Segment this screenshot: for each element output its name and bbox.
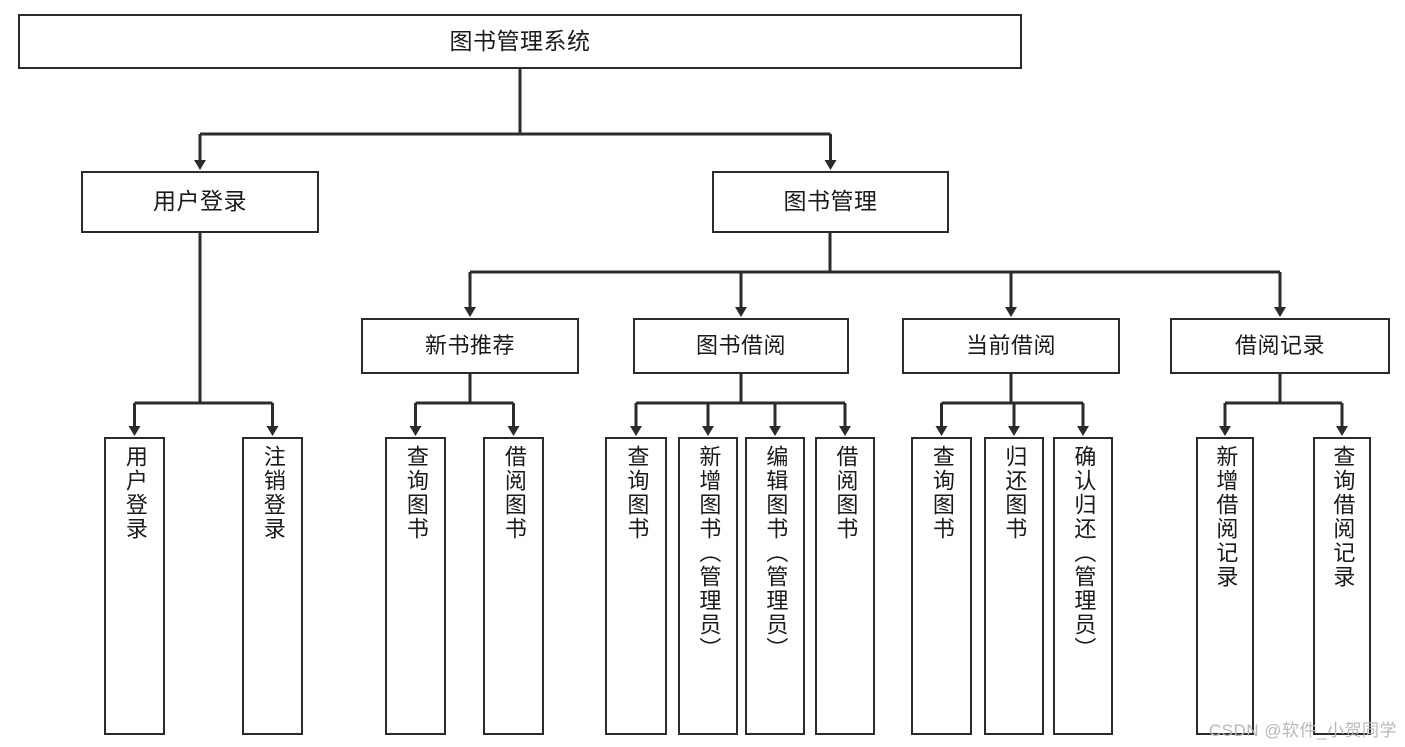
node-label: 新增图书（管理员）: [696, 445, 722, 661]
node-label: 当前借阅: [965, 332, 1056, 358]
node-borrow-1[interactable]: 查询图书: [605, 437, 667, 735]
node-borrow-3[interactable]: 编辑图书（管理员）: [745, 437, 805, 735]
node-current-3[interactable]: 确认归还（管理员）: [1053, 437, 1113, 735]
node-borrow[interactable]: 图书借阅: [633, 318, 849, 374]
node-label: 编辑图书（管理员）: [763, 445, 789, 661]
node-label: 借阅图书: [501, 445, 527, 541]
node-label: 用户登录: [153, 188, 247, 215]
node-label: 借阅记录: [1234, 332, 1325, 358]
node-login-1[interactable]: 用户登录: [104, 437, 165, 735]
node-label: 查询图书: [929, 445, 955, 541]
node-label: 图书管理系统: [449, 27, 591, 54]
node-label: 图书借阅: [695, 332, 786, 358]
node-label: 注销登录: [260, 445, 286, 541]
node-label: 查询图书: [624, 445, 650, 541]
node-label: 新书推荐: [424, 332, 515, 358]
node-label: 借阅图书: [833, 445, 859, 541]
node-current-2[interactable]: 归还图书: [984, 437, 1044, 735]
node-login-2[interactable]: 注销登录: [242, 437, 303, 735]
node-borrow-2[interactable]: 新增图书（管理员）: [678, 437, 738, 735]
node-current[interactable]: 当前借阅: [902, 318, 1120, 374]
node-bookmgmt[interactable]: 图书管理: [712, 171, 949, 233]
node-label: 确认归还（管理员）: [1071, 445, 1097, 661]
node-records[interactable]: 借阅记录: [1170, 318, 1390, 374]
node-label: 新增借阅记录: [1213, 445, 1239, 589]
node-label: 用户登录: [122, 445, 148, 541]
node-login[interactable]: 用户登录: [81, 171, 319, 233]
node-current-1[interactable]: 查询图书: [911, 437, 972, 735]
node-borrow-4[interactable]: 借阅图书: [815, 437, 875, 735]
node-records-2[interactable]: 查询借阅记录: [1313, 437, 1371, 735]
node-newbook-1[interactable]: 查询图书: [385, 437, 446, 735]
node-label: 归还图书: [1002, 445, 1028, 541]
node-label: 查询图书: [403, 445, 429, 541]
node-records-1[interactable]: 新增借阅记录: [1196, 437, 1254, 735]
node-label: 查询借阅记录: [1330, 445, 1356, 589]
node-root[interactable]: 图书管理系统: [18, 14, 1022, 69]
node-label: 图书管理: [783, 188, 878, 215]
watermark-label: CSDN @软件_小贺同学: [1208, 721, 1397, 740]
node-newbook[interactable]: 新书推荐: [361, 318, 579, 374]
node-newbook-2[interactable]: 借阅图书: [483, 437, 544, 735]
